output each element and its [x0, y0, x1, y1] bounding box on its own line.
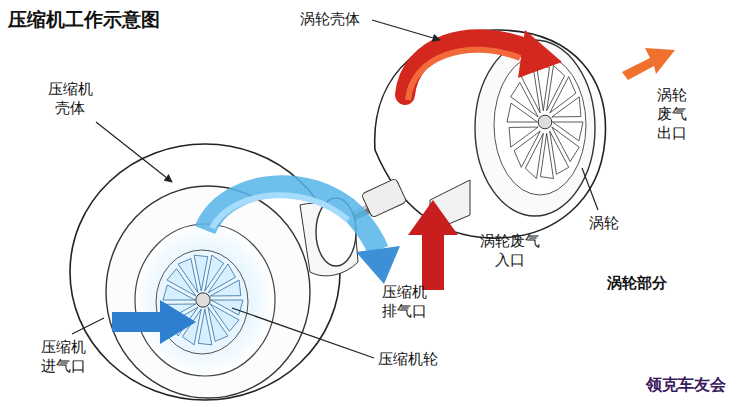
part-label: 压缩机 进气口: [41, 338, 86, 376]
hub: [196, 293, 210, 307]
exhaust-inlet-arrow: [408, 200, 458, 290]
blade: [210, 280, 241, 296]
exhaust-flow-arrow: [518, 30, 562, 78]
exhaust-outlet-arrow: [622, 48, 675, 80]
part-label: 压缩机 壳体: [48, 80, 93, 118]
leader-line: [232, 308, 374, 358]
compressor-inlet: [156, 250, 248, 354]
leader-line: [582, 168, 598, 210]
air-flow-arrow: [356, 246, 400, 284]
turbine-housing: [375, 30, 606, 238]
blade: [521, 70, 540, 113]
blade: [550, 131, 569, 174]
section-label: 涡轮部分: [607, 274, 667, 293]
part-label: 压缩机轮: [378, 350, 438, 369]
bearing-bracket: [361, 178, 406, 218]
blade: [509, 127, 538, 147]
blade: [178, 259, 198, 293]
air-flow-arrow: [112, 186, 400, 344]
air-flow-arrow: [205, 186, 378, 250]
watermark: 领克车友会: [638, 373, 734, 397]
part-label: 涡轮 废气 出口: [657, 86, 687, 142]
leader-line: [72, 318, 104, 334]
leader-line: [72, 20, 598, 358]
diagram-title: 压缩机工作示意图: [8, 8, 160, 32]
turbine-wheel: [507, 65, 583, 178]
hub: [538, 115, 552, 129]
part-label: 涡轮: [589, 214, 619, 233]
exhaust-flow-arrow: [405, 30, 675, 290]
turbine-housing: [494, 55, 586, 195]
exhaust-flow-arrow: [408, 50, 520, 100]
leader-line: [96, 122, 172, 182]
blade: [552, 97, 581, 117]
air-inlet-arrow: [112, 300, 196, 344]
part-label: 压缩机 排气口: [382, 283, 427, 321]
leader-line: [372, 20, 440, 40]
part-label: 涡轮废气 入口: [480, 232, 540, 270]
compressor-inlet: [135, 224, 275, 376]
part-label: 涡轮壳体: [300, 10, 360, 29]
blade: [208, 307, 228, 341]
air-flow-arrow: [212, 195, 348, 228]
turbine-housing: [361, 30, 605, 238]
